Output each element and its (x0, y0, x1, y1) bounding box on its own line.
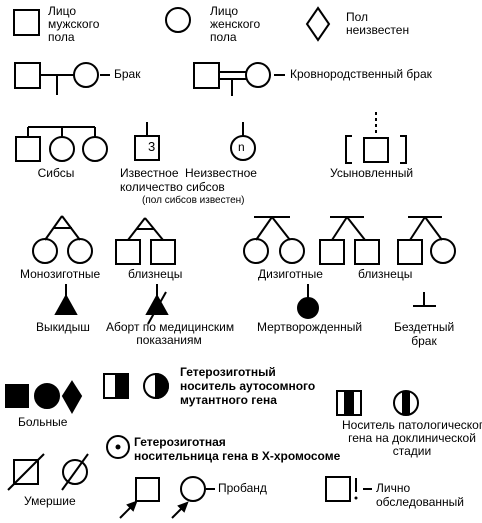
label-female: Лицо (210, 4, 238, 18)
proband-female-icon (171, 476, 206, 519)
siblings-icon (15, 126, 108, 162)
stillborn-icon (297, 284, 319, 319)
label-twins-mz: близнецы (128, 267, 183, 281)
known-sibs-number: 3 (148, 139, 156, 154)
heterozygous-carrier-male-icon (103, 373, 129, 399)
label-childless-2: брак (411, 334, 437, 348)
label-miscarriage: Выкидыш (36, 320, 90, 334)
label-unknown-sibs: Неизвестное (185, 166, 257, 180)
label-marriage: Брак (114, 67, 141, 81)
label-male-2: мужского (48, 17, 100, 31)
label-abortion: Аборт по медицинским (106, 320, 235, 334)
label-known-sibs: Известное (120, 166, 179, 180)
consanguineous-marriage-icon (193, 62, 271, 96)
label-dizygotic: Дизиготные (258, 267, 323, 281)
label-preclinical: Носитель патологического (342, 418, 482, 432)
label-x-carrier: Гетерозиготная (134, 435, 226, 449)
label-abortion-2: показаниям (136, 333, 202, 347)
unknown-sibs-count-icon (230, 122, 256, 161)
label-examined: Лично (376, 481, 411, 495)
preclinical-carrier-male-icon (336, 390, 362, 416)
male-symbol-icon (13, 9, 40, 36)
unknown-sibs-letter: n (238, 140, 245, 154)
monozygotic-twins-icon (32, 215, 93, 264)
affected-unknown-icon (61, 380, 83, 415)
miscarriage-icon (54, 284, 78, 315)
label-consanguineous-marriage: Кровнородственный брак (290, 67, 432, 81)
label-adopted: Усыновленный (330, 166, 414, 180)
label-unknown-sex: Пол (346, 10, 369, 24)
dizygotic-male-twins-icon (319, 216, 380, 265)
preclinical-carrier-female-icon (393, 390, 419, 416)
affected-female-icon (34, 383, 60, 409)
label-proband: Пробанд (218, 481, 267, 495)
label-preclinical-3: стадии (392, 444, 432, 458)
marriage-icon (14, 62, 99, 95)
label-preclinical-2: гена на доклинической (348, 431, 476, 445)
medical-abortion-icon (145, 284, 169, 325)
known-sibs-count-icon (134, 122, 160, 161)
unknown-sex-diamond-icon (305, 6, 331, 42)
label-female-3: пола (210, 30, 237, 44)
dizygotic-twins-icon (243, 216, 305, 264)
x-linked-carrier-icon (106, 435, 130, 459)
examined-personally-icon (325, 476, 358, 502)
label-twins-dz: близнецы (358, 267, 413, 281)
label-female-2: женского (210, 17, 261, 31)
label-heterozygous: Гетерозиготный (180, 365, 276, 379)
label-x-carrier-2: носительница гена в Х-хромосоме (134, 449, 341, 463)
label-monozygotic: Монозиготные (20, 267, 101, 281)
label-childless: Бездетный (394, 320, 455, 334)
label-siblings: Сибсы (37, 166, 75, 180)
heterozygous-carrier-female-icon (143, 372, 169, 400)
label-stillborn: Мертворожденный (257, 320, 363, 334)
deceased-female-icon (61, 453, 89, 491)
label-heterozygous-2: носитель аутосомного (180, 379, 316, 393)
dizygotic-mixed-twins-icon (397, 216, 456, 265)
female-symbol-icon (165, 7, 191, 33)
label-sibs-count: количество сибсов (120, 180, 225, 194)
label-affected: Больные (18, 415, 68, 429)
twins-icon (115, 217, 176, 265)
affected-male-icon (5, 384, 29, 408)
label-male: Лицо (48, 4, 76, 18)
label-heterozygous-3: мутантного гена (180, 393, 277, 407)
proband-male-icon (119, 477, 160, 519)
deceased-male-icon (7, 453, 45, 491)
adopted-icon (345, 112, 407, 164)
childless-marriage-icon (413, 292, 436, 307)
label-deceased: Умершие (24, 494, 76, 508)
label-sibs-sex-known: (пол сибсов известен) (142, 195, 245, 206)
label-male-3: пола (48, 30, 75, 44)
label-examined-2: обследованный (376, 495, 464, 509)
label-unknown-sex-2: неизвестен (346, 23, 410, 37)
